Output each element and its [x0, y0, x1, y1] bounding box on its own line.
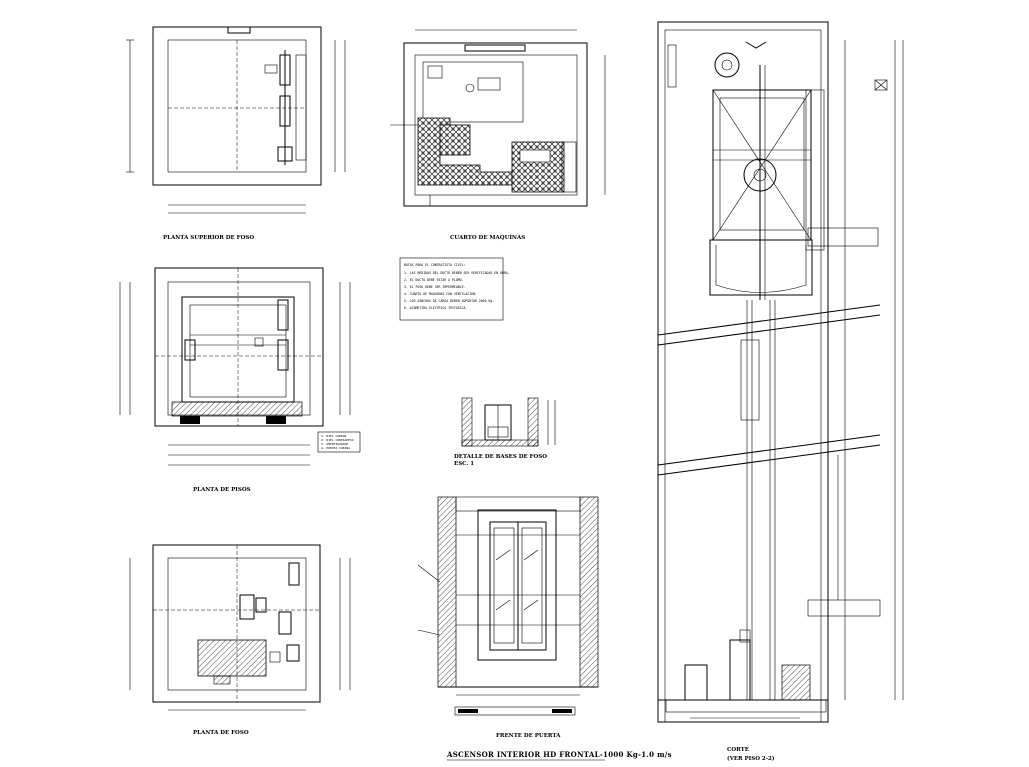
note-line: 1. LAS MEDIDAS DEL DUCTO DEBEN SER VERIF… [404, 271, 510, 275]
section-subcaption: (VER PISO 2-2) [727, 755, 775, 762]
legend-line: 3. AMORTIGUADOR [321, 442, 348, 446]
note-line: 2. EL DUCTO DEBE ESTAR A PLOMO. [404, 278, 464, 282]
top-plan-view: PLANTA SUPERIOR DE FOSO [126, 26, 346, 241]
note-line: 4. CUARTO DE MAQUINAS CON VENTILACION. [404, 292, 477, 296]
top-plan-caption: PLANTA SUPERIOR DE FOSO [163, 235, 254, 241]
car-frame [709, 65, 825, 300]
note-line: 5. LOS GANCHOS DE CARGA DEBEN SOPORTAR 2… [404, 299, 494, 303]
machine-room-caption: CUARTO DE MAQUINAS [450, 235, 525, 241]
legend-line: 1. RIEL CABINA [321, 434, 346, 438]
floor-plan-caption: PLANTA DE PISOS [193, 487, 251, 493]
door-front-caption: FRENTE DE PUERTA [496, 733, 561, 739]
legend-line: 4. PUERTA CABINA [321, 446, 350, 450]
floor-plan-view: 1. RIEL CABINA 2. RIEL CONTRAPESO 3. AMO… [119, 267, 361, 493]
machine-room-view: CUARTO DE MAQUINAS [390, 29, 606, 241]
legend-box: 1. RIEL CABINA 2. RIEL CONTRAPESO 3. AMO… [317, 431, 361, 453]
legend-line: 2. RIEL CONTRAPESO [321, 438, 354, 442]
section-caption: CORTE [727, 747, 749, 753]
pit-plan-view: PLANTA DE FOSO [129, 544, 351, 736]
note-line: NOTAS PARA EL CONTRATISTA CIVIL: [404, 263, 465, 267]
pit-detail-caption: DETALLE DE BASES DE FOSO [454, 454, 547, 460]
drawing-title: ASCENSOR INTERIOR HD FRONTAL-1000 Kg-1.0… [446, 750, 672, 759]
pit-plan-caption: PLANTA DE FOSO [193, 730, 249, 736]
section-view: CORTE (VER PISO 2-2) [657, 21, 904, 762]
notes-box: NOTAS PARA EL CONTRATISTA CIVIL: 1. LAS … [399, 257, 510, 321]
note-line: 3. EL FOSO DEBE SER IMPERMEABLE. [404, 285, 465, 289]
pit-detail-subcaption: ESC. 1 [454, 461, 474, 467]
rail-assembly [264, 50, 307, 165]
machine-sheave [714, 41, 767, 78]
note-line: 6. ACOMETIDA ELECTRICA TRIFASICA. [404, 306, 467, 310]
door-front-view: FRENTE DE PUERTA [417, 496, 599, 739]
pit-detail-view: DETALLE DE BASES DE FOSO ESC. 1 [454, 397, 556, 467]
